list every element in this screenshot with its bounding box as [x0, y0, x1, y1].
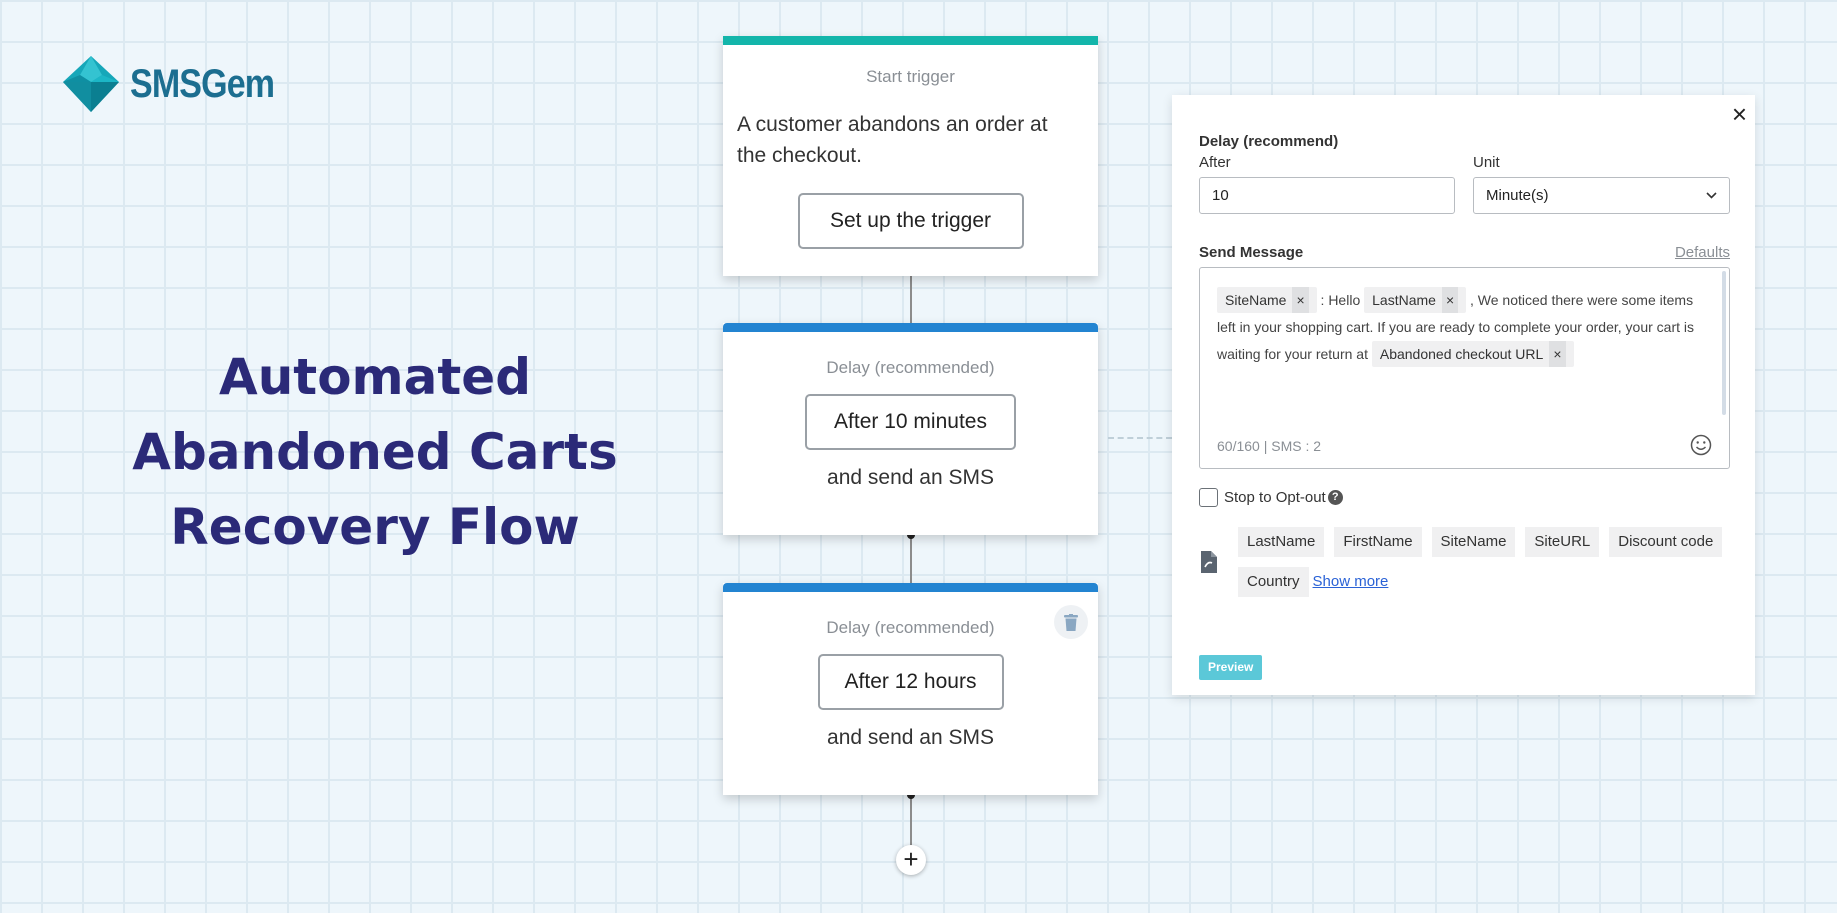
opt-out-row: Stop to Opt-out ? — [1199, 488, 1343, 507]
brand-name: SMSGem — [130, 61, 275, 106]
lastname-chip: LastName × — [1364, 287, 1467, 313]
smiley-icon[interactable] — [1690, 434, 1712, 456]
opt-out-label: Stop to Opt-out — [1224, 489, 1326, 506]
placeholder-firstname[interactable]: FirstName — [1334, 527, 1422, 557]
delay-card-accent — [723, 323, 1098, 332]
headline: Automated Abandoned Carts Recovery Flow — [110, 340, 640, 565]
after-label: After — [1199, 154, 1231, 171]
flow-connector — [910, 535, 912, 593]
trigger-card-accent — [723, 36, 1098, 45]
counter-divider: | — [1263, 438, 1272, 454]
placeholder-sitename[interactable]: SiteName — [1431, 527, 1516, 557]
placeholder-list: LastName FirstName SiteName SiteURL Discount… — [1238, 527, 1738, 607]
message-text-2: , We noticed there were some items left … — [1217, 292, 1695, 362]
panel-link-dashes — [1108, 437, 1172, 439]
delay-card-accent — [723, 583, 1098, 592]
unit-label: Unit — [1473, 154, 1500, 171]
diamond-logo-icon — [63, 56, 119, 112]
unit-select[interactable]: Minute(s) — [1473, 177, 1730, 214]
headline-line-1: Automated — [219, 348, 531, 406]
file-icon — [1201, 551, 1217, 573]
message-text-1: : Hello — [1320, 292, 1361, 308]
chip-label: Abandoned checkout URL — [1379, 346, 1544, 362]
connector-dot — [907, 791, 915, 799]
connector-dot — [907, 531, 915, 539]
delay-card-2[interactable]: Delay (recommended) After 12 hours and s… — [723, 583, 1098, 795]
add-step-button[interactable]: + — [896, 845, 926, 875]
placeholder-discount-code[interactable]: Discount code — [1609, 527, 1723, 557]
flow-connector — [910, 275, 912, 333]
chip-label: SiteName — [1225, 292, 1287, 308]
show-more-link[interactable]: Show more — [1312, 573, 1389, 590]
delay-card-subtext: and send an SMS — [827, 726, 994, 749]
after-input-value: 10 — [1212, 187, 1229, 204]
trigger-card-text: A customer abandons an order at the chec… — [737, 113, 1048, 167]
remove-chip-icon[interactable]: × — [1549, 341, 1566, 367]
step-settings-panel: × Delay (recommend) After Unit 10 Minute… — [1172, 95, 1755, 695]
remove-chip-icon[interactable]: × — [1441, 287, 1459, 313]
trash-icon[interactable] — [1054, 605, 1088, 639]
chevron-down-icon — [1706, 192, 1717, 199]
delay-card-1[interactable]: Delay (recommended) After 10 minutes and… — [723, 323, 1098, 535]
help-icon[interactable]: ? — [1327, 490, 1343, 505]
message-text: SiteName × : Hello LastName × , We noticed… — [1217, 287, 1707, 368]
sms-count: SMS : 2 — [1271, 438, 1322, 454]
setup-trigger-button[interactable]: Set up the trigger — [797, 193, 1024, 249]
sitename-chip: SiteName × — [1217, 287, 1317, 313]
preview-button[interactable]: Preview — [1199, 655, 1263, 680]
delay-12-hours-button[interactable]: After 12 hours — [817, 654, 1004, 710]
delay-card-label: Delay (recommended) — [826, 358, 995, 377]
remove-chip-icon[interactable]: × — [1292, 287, 1309, 313]
delay-10-minutes-button[interactable]: After 10 minutes — [805, 394, 1016, 450]
unit-select-value: Minute(s) — [1486, 187, 1549, 204]
character-counter: 60/160 | SMS : 2 — [1217, 438, 1321, 454]
close-icon[interactable]: × — [1731, 99, 1747, 129]
send-message-label: Send Message — [1199, 244, 1304, 261]
opt-out-checkbox[interactable] — [1199, 488, 1218, 507]
checkout-url-chip: Abandoned checkout URL × — [1371, 341, 1574, 367]
brand-logo: SMSGem — [62, 55, 300, 113]
trigger-card-label: Start trigger — [866, 67, 955, 86]
placeholder-country[interactable]: Country — [1238, 567, 1309, 597]
placeholder-lastname[interactable]: LastName — [1238, 527, 1325, 557]
after-input[interactable]: 10 — [1199, 177, 1455, 214]
headline-line-2: Abandoned Carts — [132, 423, 618, 481]
defaults-link[interactable]: Defaults — [1674, 244, 1730, 261]
delay-card-subtext: and send an SMS — [827, 466, 994, 489]
headline-line-3: Recovery Flow — [170, 498, 580, 556]
message-editor[interactable]: SiteName × : Hello LastName × , We noticed… — [1199, 267, 1730, 469]
delay-title: Delay (recommend) — [1199, 133, 1339, 150]
chip-label: LastName — [1372, 292, 1436, 308]
placeholder-siteurl[interactable]: SiteURL — [1525, 527, 1600, 557]
delay-card-label: Delay (recommended) — [826, 618, 995, 637]
flow-connector — [910, 795, 912, 853]
trigger-card[interactable]: Start trigger A customer abandons an ord… — [723, 36, 1098, 276]
message-scrollbar[interactable] — [1722, 271, 1726, 415]
plus-icon: + — [903, 844, 919, 874]
counter-value: 60/160 — [1217, 438, 1260, 454]
